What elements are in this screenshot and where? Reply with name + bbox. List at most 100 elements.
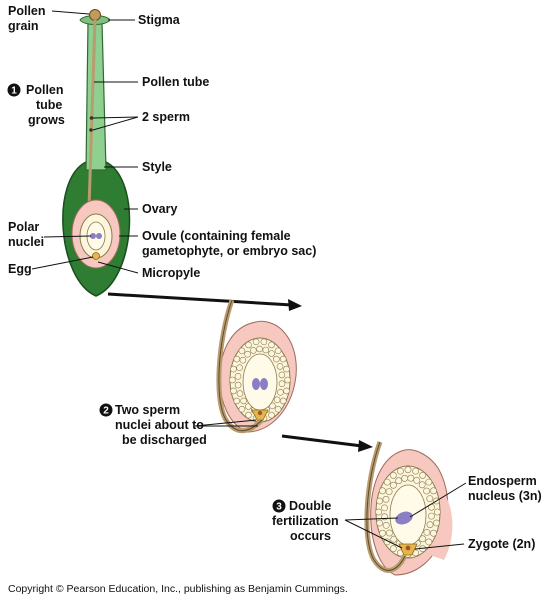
embryo-sac-cell bbox=[426, 521, 434, 529]
embryo-sac-cell bbox=[278, 371, 286, 379]
embryo-sac-cell bbox=[240, 397, 247, 405]
embryo-sac-cell bbox=[239, 356, 247, 364]
embryo-sac-cell bbox=[419, 535, 426, 543]
embryo-sac-cell bbox=[245, 341, 252, 349]
zygote-nucleus bbox=[405, 545, 411, 551]
label-pollen-grain: Pollen grain bbox=[8, 4, 49, 33]
embryo-sac-cell bbox=[389, 481, 397, 489]
embryo-sac-cell bbox=[430, 529, 437, 537]
embryo-sac-cell bbox=[252, 338, 260, 346]
embryo-sac-cell bbox=[426, 495, 434, 502]
embryo-sac-cell bbox=[428, 512, 435, 520]
embryo-sac-cell bbox=[273, 396, 281, 404]
embryo-sac-cell bbox=[284, 376, 291, 384]
embryo-sac-cell bbox=[244, 350, 251, 358]
embryo-sac-cell bbox=[379, 529, 386, 537]
embryo-sac-cell bbox=[283, 365, 290, 373]
embryo-sac-cell bbox=[375, 508, 382, 516]
embryo-sac-cell bbox=[381, 504, 388, 512]
label-ovule: Ovule (containing female gametophyte, or… bbox=[142, 229, 316, 258]
ovule-closeup-2 bbox=[216, 299, 297, 434]
embryo-sac-cell bbox=[236, 390, 244, 397]
embryo-sac-cell bbox=[234, 381, 242, 389]
embryo-sac-cell bbox=[256, 345, 263, 353]
embryo-sac-cell bbox=[230, 365, 237, 373]
embryo-sac-cell bbox=[395, 477, 403, 485]
polar-nucleus bbox=[252, 378, 260, 390]
embryo-sac-cell bbox=[407, 474, 415, 482]
embryo-sac-cell bbox=[389, 471, 397, 479]
label-pollen-tube: Pollen tube bbox=[142, 75, 209, 89]
polar-nucleus bbox=[90, 233, 96, 239]
embryo-sac-cell bbox=[396, 467, 404, 475]
pollen-grain bbox=[89, 9, 101, 21]
label-pollen-tube-grows: Pollen tube grows bbox=[26, 83, 67, 127]
polar-nucleus bbox=[260, 378, 268, 390]
transition-arrow-2 bbox=[281, 434, 373, 452]
step-3-badge bbox=[272, 499, 286, 513]
embryo-sac-cell bbox=[423, 487, 430, 495]
sperm-cell bbox=[89, 128, 93, 132]
polar-nucleus bbox=[96, 233, 102, 239]
copyright-notice: Copyright © Pearson Education, Inc., pub… bbox=[8, 583, 348, 595]
embryo-sac-cell bbox=[260, 338, 268, 346]
stage2-labels: 2 Two sperm nuclei about to be discharge… bbox=[99, 403, 258, 447]
embryo-sac-cell bbox=[277, 388, 284, 396]
embryo-sac-cell bbox=[245, 411, 252, 419]
embryo-sac-cell bbox=[268, 411, 275, 419]
label-egg: Egg bbox=[8, 262, 32, 276]
label-ovary: Ovary bbox=[142, 202, 177, 216]
embryo-sac-cell bbox=[425, 478, 433, 486]
sperm-cell bbox=[89, 116, 94, 120]
label-zygote: Zygote (2n) bbox=[468, 537, 535, 551]
label-micropyle: Micropyle bbox=[142, 266, 200, 280]
embryo-sac-cell bbox=[382, 522, 390, 529]
embryo-sac-cell bbox=[229, 376, 236, 384]
embryo-sac-cell bbox=[279, 397, 287, 405]
embryo-sac-cell bbox=[385, 529, 393, 537]
embryo-sac-cell bbox=[274, 405, 282, 413]
transition-arrow-1 bbox=[107, 292, 302, 311]
embryo-sac-cell bbox=[418, 481, 426, 489]
embryo-sac-cell bbox=[433, 508, 441, 516]
embryo-sac-cell bbox=[274, 347, 282, 355]
embryo-sac-cell bbox=[376, 497, 383, 505]
embryo-sac-cell bbox=[238, 405, 246, 413]
embryo-sac-cell bbox=[382, 495, 390, 503]
label-2-sperm: 2 sperm bbox=[142, 110, 190, 124]
embryo-sac-cell bbox=[230, 387, 237, 395]
step-1-number: 1 bbox=[11, 86, 17, 97]
label-style: Style bbox=[142, 160, 172, 174]
embryo-sac-cell bbox=[238, 347, 246, 355]
embryo-sac-cell bbox=[233, 355, 241, 363]
embryo-sac-cell bbox=[236, 364, 243, 372]
embryo-sac-cell bbox=[413, 476, 421, 484]
endosperm-nucleus bbox=[395, 511, 413, 525]
stage1-labels: Pollen grain Stigma 1 Pollen tube grows … bbox=[7, 4, 316, 280]
embryo-sac-cell bbox=[233, 397, 241, 405]
embryo-sac-cell bbox=[262, 346, 270, 354]
step-1-badge bbox=[7, 83, 21, 97]
label-double-fertilization: Double fertilization occurs bbox=[272, 499, 342, 543]
embryo-sac-cell bbox=[276, 363, 284, 370]
style bbox=[85, 21, 107, 171]
step-2-badge bbox=[99, 403, 113, 417]
embryo-sac-cell bbox=[389, 545, 397, 553]
embryo-sac-cell bbox=[419, 471, 427, 479]
embryo-sac bbox=[242, 353, 278, 411]
embryo-sac-cell bbox=[278, 380, 286, 388]
step-3-number: 3 bbox=[276, 502, 282, 513]
ovule-closeup-3 bbox=[364, 441, 453, 576]
embryo-sac-cell bbox=[412, 467, 419, 475]
label-two-sperm-nuclei: Two sperm nuclei about to be discharged bbox=[115, 403, 207, 447]
embryo-sac-cell bbox=[268, 341, 275, 349]
embryo-sac-cell bbox=[430, 487, 437, 495]
label-endosperm-nucleus: Endosperm nucleus (3n) bbox=[468, 474, 542, 503]
embryo-sac-cell bbox=[379, 487, 386, 495]
embryo-sac-cell bbox=[432, 519, 440, 527]
egg-cell bbox=[92, 252, 100, 260]
embryo-sac-cell bbox=[385, 488, 393, 495]
embryo-sac-cell bbox=[404, 466, 412, 474]
label-stigma: Stigma bbox=[138, 13, 181, 27]
